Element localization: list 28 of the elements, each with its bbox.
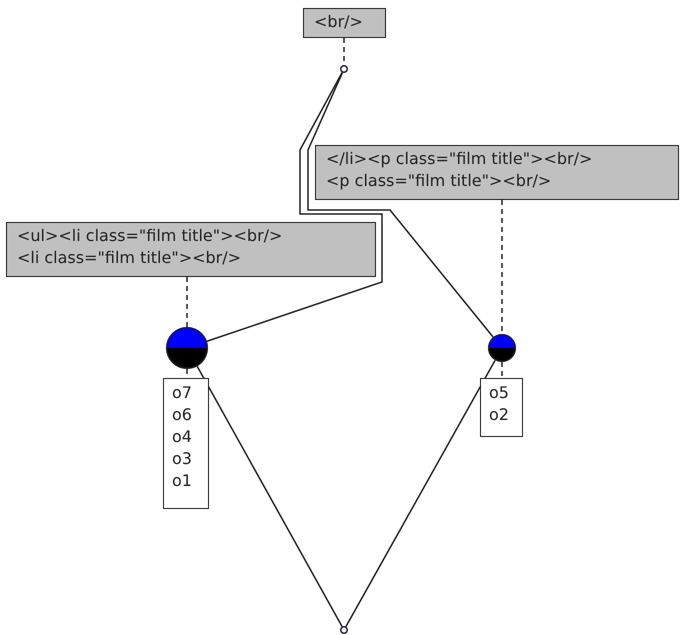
- attribute-label-box: [6, 222, 376, 277]
- object-name: o6: [172, 404, 193, 426]
- attribute-text: <p class="film title"><br/>: [326, 170, 552, 192]
- dashed-connector: [501, 362, 503, 378]
- object-name: o3: [172, 448, 193, 470]
- attribute-label-box: [315, 145, 679, 200]
- object-name: o4: [172, 426, 193, 448]
- lattice-line: [196, 366, 343, 627]
- object-label-box: [480, 378, 523, 437]
- object-name: o5: [489, 382, 510, 404]
- object-name: o2: [489, 404, 510, 426]
- attribute-text: <li class="film title"><br/>: [17, 247, 242, 269]
- dashed-connector: [186, 277, 188, 327]
- object-name: o7: [172, 382, 193, 404]
- concept-node-circle: [488, 334, 516, 362]
- dashed-connector: [501, 200, 503, 334]
- lattice-node-circle: [340, 65, 348, 73]
- concept-node-circle: [166, 327, 208, 369]
- lattice-line: [206, 72, 383, 342]
- attribute-text: </li><p class="film title"><br/>: [326, 148, 594, 170]
- attribute-text: <ul><li class="film title"><br/>: [17, 225, 284, 247]
- attribute-label-box: [303, 8, 386, 38]
- lattice-node-circle: [340, 626, 348, 634]
- lattice-line: [307, 72, 494, 338]
- lattice-line: [345, 360, 496, 627]
- object-label-box: [163, 378, 209, 509]
- object-name: o1: [172, 470, 193, 492]
- attribute-text: <br/>: [314, 11, 364, 33]
